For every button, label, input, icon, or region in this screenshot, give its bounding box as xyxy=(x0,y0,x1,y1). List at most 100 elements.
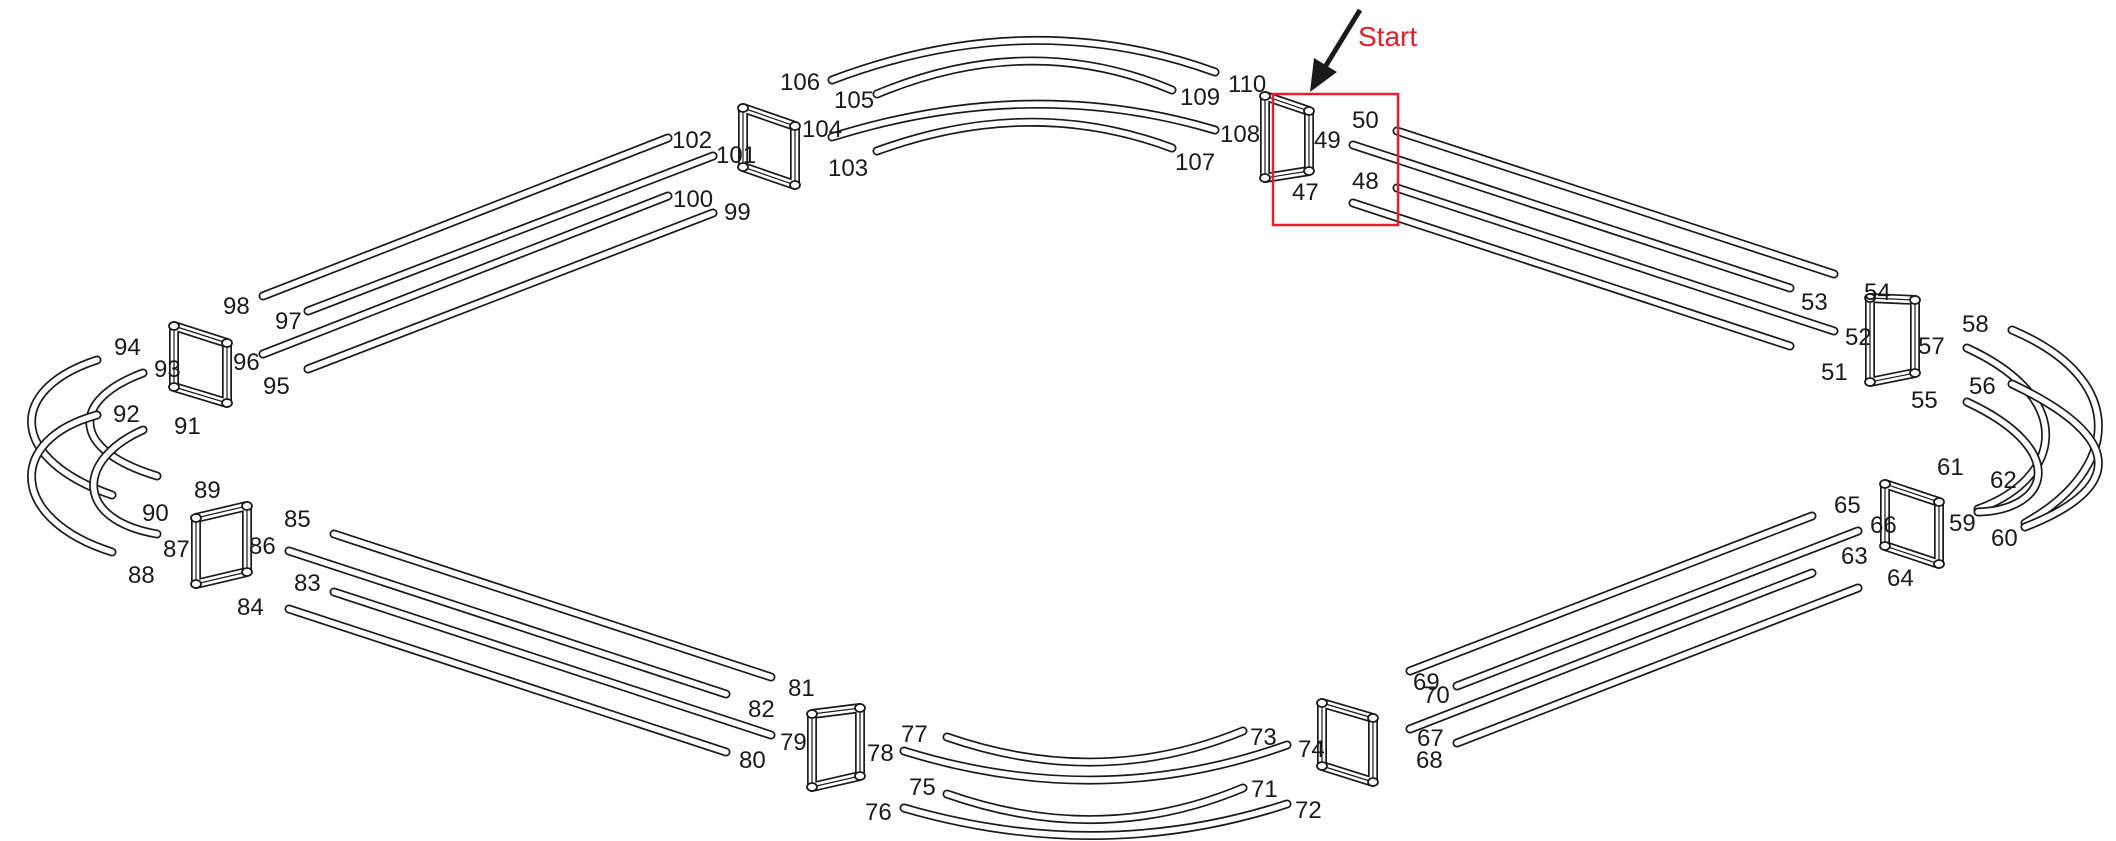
tube-27 xyxy=(27,410,117,557)
tube-1 xyxy=(827,35,1220,85)
tube-6 xyxy=(1348,140,1795,293)
part-number-label: 81 xyxy=(788,675,815,702)
tube-28 xyxy=(89,425,162,539)
part-number-label: 109 xyxy=(1180,84,1220,111)
part-number-label: 110 xyxy=(1228,71,1266,98)
part-number-label: 89 xyxy=(194,477,221,504)
frame-3 xyxy=(1864,293,1921,387)
part-number-label: 48 xyxy=(1352,168,1379,195)
part-number-label: 107 xyxy=(1175,149,1215,176)
part-number-label: 66 xyxy=(1870,512,1897,539)
part-number-label: 96 xyxy=(233,349,260,376)
frame-7 xyxy=(190,501,253,589)
tube-29 xyxy=(258,133,673,301)
part-number-label: 76 xyxy=(865,799,892,826)
part-number-label: 75 xyxy=(909,774,936,801)
tube-19 xyxy=(942,783,1248,824)
part-number-label: 102 xyxy=(672,127,712,154)
tube-16 xyxy=(1452,583,1863,748)
tube-15 xyxy=(1405,568,1817,734)
tube-3 xyxy=(827,99,1220,142)
part-number-label: 80 xyxy=(739,747,766,774)
part-number-label: 92 xyxy=(113,401,140,428)
part-number-label: 82 xyxy=(748,696,775,723)
tube-12 xyxy=(1962,397,2043,517)
tube-21 xyxy=(329,529,776,682)
tube-20 xyxy=(899,799,1292,840)
part-number-label: 73 xyxy=(1250,724,1277,751)
part-number-label: 71 xyxy=(1251,776,1278,803)
tube-layer xyxy=(27,35,2103,840)
part-number-label: 50 xyxy=(1352,107,1379,134)
part-number-label: 52 xyxy=(1845,324,1872,351)
part-number-label: 74 xyxy=(1298,736,1325,763)
part-number-label: 98 xyxy=(223,293,250,320)
frame-8 xyxy=(168,321,233,408)
part-number-label: 67 xyxy=(1417,725,1444,752)
tube-30 xyxy=(303,151,718,316)
frame-5 xyxy=(1316,698,1379,787)
part-number-label: 72 xyxy=(1295,797,1322,824)
tube-17 xyxy=(942,726,1248,767)
part-number-label: 68 xyxy=(1416,747,1443,774)
tube-10 xyxy=(1962,343,2051,514)
part-number-label: 87 xyxy=(163,536,190,563)
tube-18 xyxy=(899,740,1292,785)
frame-6 xyxy=(806,703,866,792)
tube-24 xyxy=(284,604,731,757)
start-label: Start xyxy=(1358,21,1417,52)
part-number-label: 51 xyxy=(1821,359,1848,386)
part-number-label: 61 xyxy=(1937,454,1964,481)
part-number-label: 91 xyxy=(174,413,201,440)
part-number-label: 106 xyxy=(780,69,820,96)
part-number-label: 53 xyxy=(1801,289,1828,316)
part-number-label: 65 xyxy=(1834,492,1861,519)
part-number-label: 55 xyxy=(1911,387,1938,414)
part-number-label: 93 xyxy=(154,356,181,383)
part-number-label: 101 xyxy=(716,142,756,169)
part-number-label: 58 xyxy=(1962,311,1989,338)
tube-11 xyxy=(2007,379,2103,532)
frame-2 xyxy=(1259,91,1315,183)
tube-22 xyxy=(284,546,731,699)
part-number-label: 86 xyxy=(249,533,276,560)
tube-13 xyxy=(1405,511,1817,676)
part-number-label: 99 xyxy=(724,199,751,226)
part-number-label: 60 xyxy=(1991,525,2018,552)
part-number-label: 62 xyxy=(1990,467,2017,494)
tube-2 xyxy=(872,56,1177,99)
frame-layer xyxy=(168,91,1945,792)
part-number-label: 105 xyxy=(834,87,874,114)
start-arrow-head xyxy=(1310,58,1337,92)
part-number-label: 64 xyxy=(1887,565,1914,592)
part-number-label: 97 xyxy=(275,308,302,335)
part-number-label: 63 xyxy=(1841,543,1868,570)
tube-32 xyxy=(303,208,718,374)
tube-9 xyxy=(2007,325,2103,528)
part-number-label: 47 xyxy=(1292,179,1319,206)
start-highlight-box xyxy=(1271,92,1400,227)
part-number-label: 84 xyxy=(237,594,264,621)
part-number-label: 108 xyxy=(1220,121,1260,148)
part-number-label: 49 xyxy=(1314,127,1341,154)
part-number-label: 69 xyxy=(1413,669,1440,696)
part-number-label: 83 xyxy=(294,570,321,597)
part-number-label: 57 xyxy=(1918,333,1945,360)
frame-4 xyxy=(1879,479,1945,569)
part-number-label: 56 xyxy=(1969,373,1996,400)
tube-7 xyxy=(1392,183,1839,336)
tube-4 xyxy=(872,117,1177,156)
part-number-label: 100 xyxy=(673,186,713,213)
tube-8 xyxy=(1348,198,1795,351)
part-number-label: 90 xyxy=(142,500,169,527)
part-number-label: 79 xyxy=(780,729,807,756)
tube-23 xyxy=(329,587,776,740)
tube-25 xyxy=(27,355,117,500)
part-number-label: 88 xyxy=(128,562,155,589)
tube-5 xyxy=(1392,126,1839,279)
start-arrow-shaft xyxy=(1319,8,1363,74)
tube-31 xyxy=(258,191,673,359)
tube-14 xyxy=(1452,526,1863,691)
